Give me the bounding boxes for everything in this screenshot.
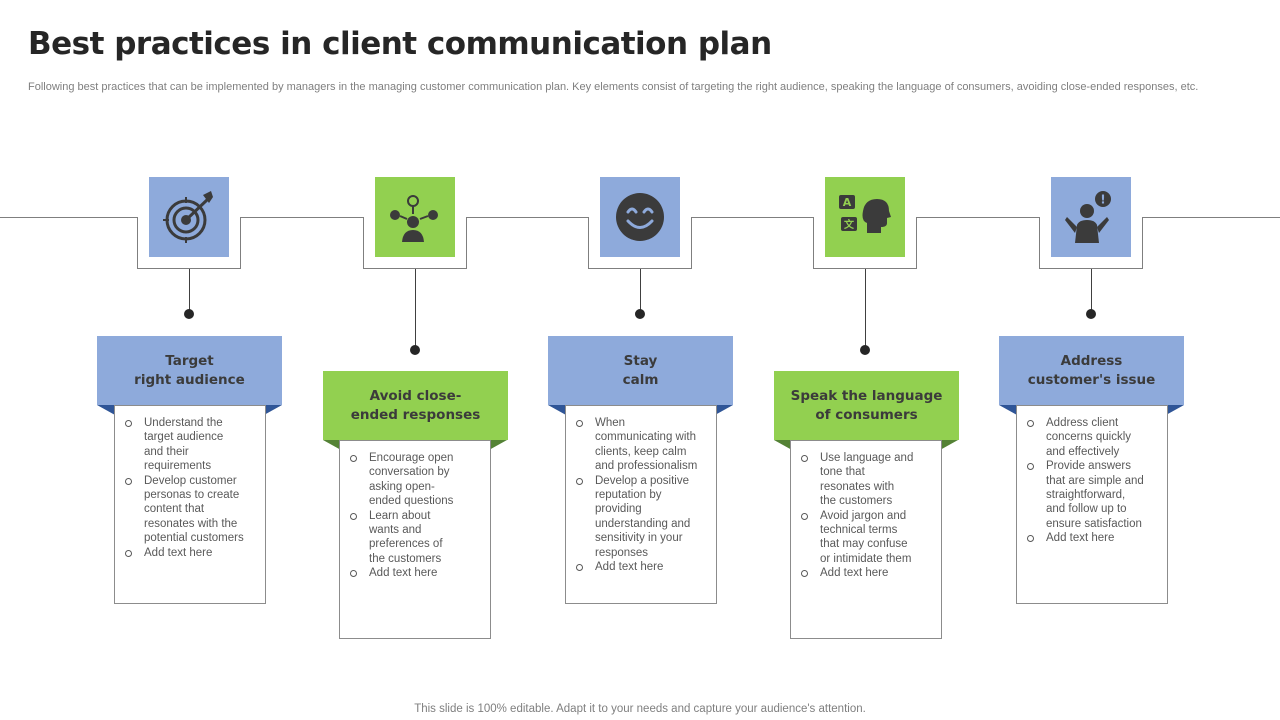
- bullet-item: Encourage open conversation by asking op…: [350, 451, 480, 509]
- bullet-item: When communicating with clients, keep ca…: [576, 416, 706, 474]
- ribbon-fold: [323, 440, 341, 450]
- connector-line: [865, 269, 866, 349]
- person-issue-icon: !: [1065, 191, 1111, 243]
- svg-text:!: !: [1100, 193, 1105, 207]
- step-5-content: Address client concerns quickly and effe…: [1016, 405, 1168, 604]
- connector-line: [415, 269, 416, 349]
- svg-text:文: 文: [844, 218, 855, 231]
- step-1-heading: Target right audience: [97, 336, 282, 405]
- svg-text:A: A: [843, 196, 852, 209]
- language-speaker-icon: A 文: [839, 195, 891, 233]
- ribbon-fold: [774, 440, 792, 450]
- network-person-icon: [390, 195, 438, 242]
- bullet-item: Add text here: [125, 546, 255, 560]
- bullet-item: Provide answers that are simple and stra…: [1027, 459, 1157, 531]
- bullet-item: Understand the target audience and their…: [125, 416, 255, 474]
- ribbon-fold: [999, 405, 1017, 415]
- step-5-heading: Address customer's issue: [999, 336, 1184, 405]
- ribbon-fold: [715, 405, 733, 415]
- step-1-content: Understand the target audience and their…: [114, 405, 266, 604]
- ribbon-fold: [264, 405, 282, 415]
- step-2-icon-box: [375, 177, 455, 257]
- bullet-item: Avoid jargon and technical terms that ma…: [801, 509, 931, 567]
- step-4-content: Use language and tone that resonates wit…: [790, 440, 942, 639]
- target-icon: [163, 191, 213, 243]
- connector-dot: [860, 345, 870, 355]
- ribbon-fold: [1166, 405, 1184, 415]
- step-3-content: When communicating with clients, keep ca…: [565, 405, 717, 604]
- bullet-list: Address client concerns quickly and effe…: [1027, 416, 1157, 546]
- bullet-item: Develop customer personas to create cont…: [125, 474, 255, 546]
- bullet-item: Add text here: [1027, 531, 1157, 545]
- step-1-icon-box: [149, 177, 229, 257]
- connector-line: [1091, 269, 1092, 314]
- bullet-list: Use language and tone that resonates wit…: [801, 451, 931, 581]
- bullet-list: When communicating with clients, keep ca…: [576, 416, 706, 574]
- smiley-icon: [616, 193, 664, 241]
- step-5-icon-box: !: [1051, 177, 1131, 257]
- ribbon-fold: [97, 405, 115, 415]
- connector-dot: [184, 309, 194, 319]
- bullet-item: Develop a positive reputation by providi…: [576, 474, 706, 560]
- step-4-icon-box: A 文: [825, 177, 905, 257]
- bullet-item: Address client concerns quickly and effe…: [1027, 416, 1157, 459]
- step-3-heading: Stay calm: [548, 336, 733, 405]
- step-2-heading: Avoid close- ended responses: [323, 371, 508, 440]
- step-4-heading: Speak the language of consumers: [774, 371, 959, 440]
- step-3-icon-box: [600, 177, 680, 257]
- connector-dot: [1086, 309, 1096, 319]
- bullet-list: Understand the target audience and their…: [125, 416, 255, 560]
- footer-note: This slide is 100% editable. Adapt it to…: [414, 703, 866, 715]
- bullet-item: Learn about wants and preferences of the…: [350, 509, 480, 567]
- bullet-item: Add text here: [576, 560, 706, 574]
- page-subtitle: Following best practices that can be imp…: [28, 81, 1199, 93]
- bullet-item: Use language and tone that resonates wit…: [801, 451, 931, 509]
- connector-dot: [410, 345, 420, 355]
- connector-line: [189, 269, 190, 314]
- page-title: Best practices in client communication p…: [28, 26, 772, 62]
- ribbon-fold: [940, 440, 958, 450]
- step-2-content: Encourage open conversation by asking op…: [339, 440, 491, 639]
- ribbon-fold: [489, 440, 507, 450]
- connector-dot: [635, 309, 645, 319]
- bullet-list: Encourage open conversation by asking op…: [350, 451, 480, 581]
- bullet-item: Add text here: [801, 566, 931, 580]
- connector-line: [640, 269, 641, 314]
- bullet-item: Add text here: [350, 566, 480, 580]
- ribbon-fold: [548, 405, 566, 415]
